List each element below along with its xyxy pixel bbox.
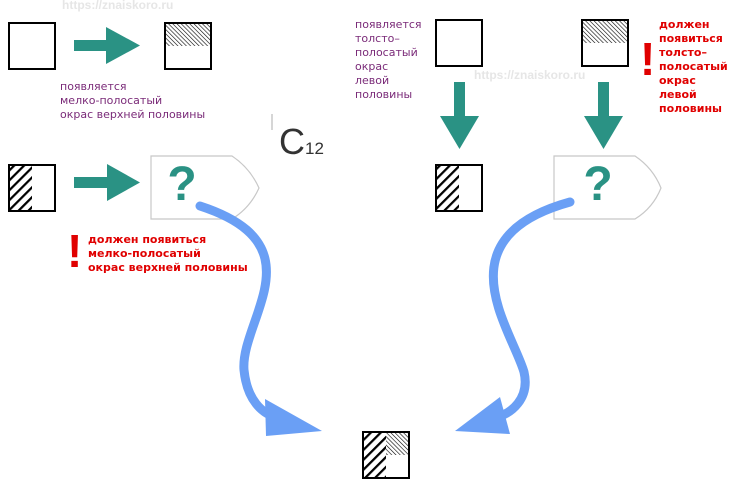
teal-arrow-right xyxy=(74,164,140,201)
unknown-result-tag xyxy=(553,155,662,220)
caption-appears-thick-left: появляется толсто– полосатый окрас левой… xyxy=(355,18,422,101)
caption-should-appear-thick-left: должен появиться толсто– полосатый окрас… xyxy=(659,18,728,115)
question-mark-icon: ? xyxy=(583,158,613,211)
exclamation-icon: ! xyxy=(640,33,656,85)
exclamation-icon: ! xyxy=(67,225,83,277)
caption-should-appear-fine-top: должен появиться мелко-полосатый окрас в… xyxy=(88,233,248,274)
teal-arrow-down xyxy=(440,82,479,149)
cell-label: C12 xyxy=(279,124,324,167)
cell-letter: C xyxy=(279,121,305,162)
blue-curved-arrow-left xyxy=(195,201,322,436)
question-mark-icon: ? xyxy=(167,158,197,211)
caption-appears-fine-top: появляется мелко-полосатый окрас верхней… xyxy=(60,80,206,121)
empty-square xyxy=(435,19,483,67)
thick-striped-left-square xyxy=(435,164,483,212)
empty-square xyxy=(8,22,56,70)
unknown-result-tag xyxy=(150,155,260,220)
final-combined-square xyxy=(362,431,410,479)
teal-arrow-down xyxy=(584,82,623,149)
watermark: https://znaiskoro.ru xyxy=(474,68,586,82)
blue-curved-arrow-right xyxy=(455,197,575,434)
fine-striped-top-square xyxy=(164,22,212,70)
watermark: https://znaiskoro.ru xyxy=(62,0,174,12)
thick-striped-left-square xyxy=(8,164,56,212)
teal-arrow-right xyxy=(74,27,140,64)
cell-number: 12 xyxy=(305,139,324,158)
fine-striped-top-square xyxy=(581,19,629,67)
